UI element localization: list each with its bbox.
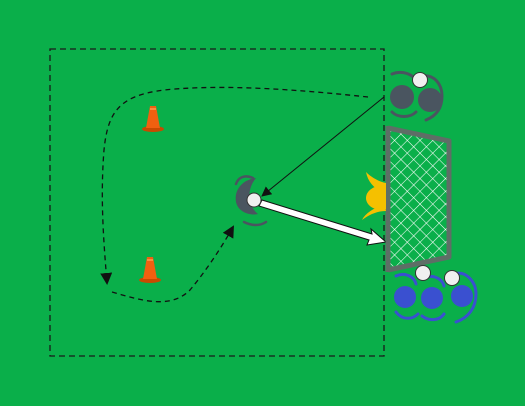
attacker-top-left <box>390 70 418 118</box>
attacker-group-top <box>390 70 444 122</box>
defender-3 <box>451 271 478 324</box>
pass-arrow <box>261 96 385 197</box>
ball-center <box>246 192 262 208</box>
cone-bottom <box>139 257 161 283</box>
defender-group-bottom <box>394 265 478 324</box>
ball-top <box>412 72 428 88</box>
ball-defender-2 <box>444 270 460 286</box>
goal <box>385 125 452 273</box>
dribble-path <box>100 86 369 285</box>
cone-top <box>142 106 164 132</box>
ball-defender-1 <box>415 265 431 281</box>
defender-2 <box>420 274 446 322</box>
goalkeeper <box>362 172 386 220</box>
attacker-top-right <box>418 74 444 122</box>
run-path <box>111 225 234 303</box>
defender-1 <box>394 272 420 320</box>
shot-arrow <box>258 199 388 246</box>
attacker-center <box>234 175 268 227</box>
